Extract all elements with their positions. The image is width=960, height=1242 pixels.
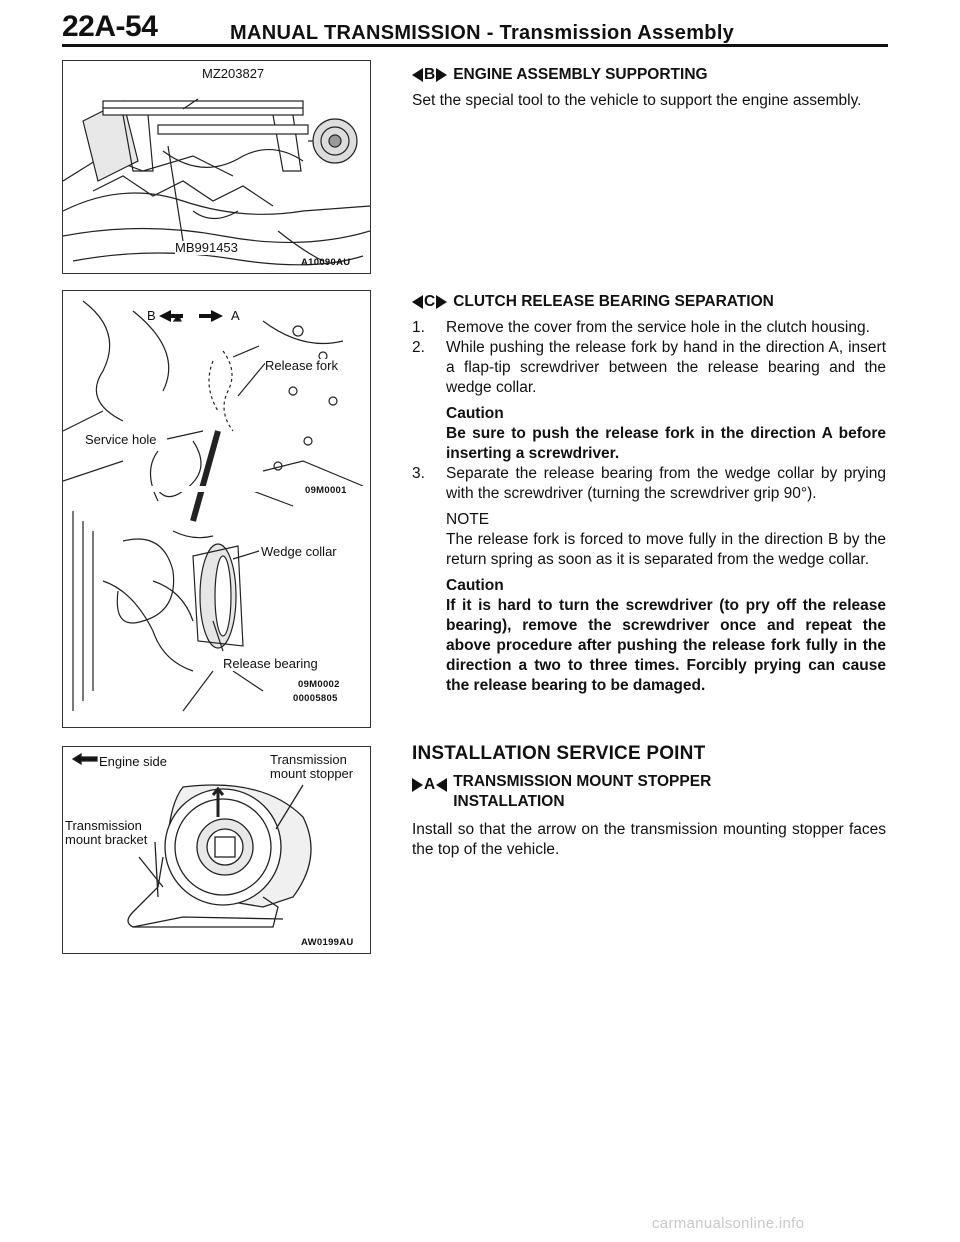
mount-stopper-illustration [71, 752, 312, 928]
left-triangle-icon [412, 295, 423, 309]
note: NOTE The release fork is forced to move … [412, 510, 886, 570]
caution-text: Be sure to push the release fork in the … [446, 425, 886, 462]
direction-a-label: A [231, 308, 240, 323]
figure-release-bearing: B A Release fork Service hole 09M0001 We… [62, 290, 371, 728]
engine-support-illustration [63, 98, 370, 266]
step-text: Remove the cover from the service hole i… [446, 319, 870, 336]
figure-code-lower-1: 09M0002 [298, 679, 340, 690]
caution-heading: Caution [446, 405, 504, 422]
left-triangle-icon [412, 68, 423, 82]
step-1: 1. Remove the cover from the service hol… [412, 318, 886, 338]
note-text: The release fork is forced to move fully… [446, 531, 886, 568]
release-bearing-illustration [63, 300, 370, 712]
step-number: 1. [412, 319, 425, 336]
tool-label-mz203827: MZ203827 [202, 66, 265, 81]
header-rule [62, 44, 888, 47]
step-text: Separate the release bearing from the we… [446, 465, 886, 502]
caution-1: Caution Be sure to push the release fork… [412, 404, 886, 464]
heading-text: CLUTCH RELEASE BEARING SEPARATION [453, 293, 774, 310]
step-number: 3. [412, 465, 425, 482]
tool-label-mb991453: MB991453 [175, 240, 238, 255]
right-triangle-icon [436, 68, 448, 82]
direction-b-label: B [147, 308, 156, 323]
caution-heading: Caution [446, 577, 504, 594]
heading-text: ENGINE ASSEMBLY SUPPORTING [453, 66, 708, 83]
right-triangle-icon [436, 295, 448, 309]
note-heading: NOTE [446, 511, 490, 528]
body-text: Install so that the arrow on the transmi… [412, 821, 886, 858]
left-triangle-icon [436, 778, 448, 792]
step-3: 3. Separate the release bearing from the… [412, 464, 886, 504]
marker-letter: A [424, 776, 436, 793]
watermark: carmanualsonline.info [652, 1215, 805, 1232]
figure-code-lower-2: 00005805 [293, 693, 338, 704]
figure-code-upper: 09M0001 [305, 485, 347, 496]
engine-side-label: Engine side [99, 754, 167, 769]
figure-code: AW0199AU [301, 937, 354, 948]
caution-2: Caution If it is hard to turn the screwd… [412, 576, 886, 696]
section-heading: C CLUTCH RELEASE BEARING SEPARATION [412, 292, 886, 312]
body-text: Set the special tool to the vehicle to s… [412, 92, 862, 109]
mount-bracket-label: Transmission mount bracket [65, 818, 148, 847]
sub-heading-line-2: INSTALLATION [453, 793, 565, 810]
wedge-collar-label: Wedge collar [261, 544, 337, 559]
service-point-marker: A [412, 775, 448, 795]
section-engine-support: B ENGINE ASSEMBLY SUPPORTING Set the spe… [412, 65, 886, 111]
release-bearing-label: Release bearing [223, 656, 318, 671]
sub-heading-text: TRANSMISSION MOUNT STOPPER INSTALLATION [453, 772, 711, 812]
service-hole-label: Service hole [85, 432, 157, 447]
mount-stopper-label: Transmission mount stopper [270, 752, 354, 781]
sub-heading: A TRANSMISSION MOUNT STOPPER INSTALLATIO… [412, 772, 886, 812]
section-installation: INSTALLATION SERVICE POINT A TRANSMISSIO… [412, 744, 886, 860]
service-point-marker: C [412, 292, 448, 312]
step-2: 2. While pushing the release fork by han… [412, 338, 886, 398]
marker-letter: B [424, 66, 436, 83]
step-text: While pushing the release fork by hand i… [446, 339, 886, 396]
page-title: MANUAL TRANSMISSION - Transmission Assem… [230, 22, 735, 44]
step-number: 2. [412, 339, 425, 356]
section-clutch-release: C CLUTCH RELEASE BEARING SEPARATION 1. R… [412, 292, 886, 696]
service-point-marker: B [412, 65, 448, 85]
sub-heading-line-1: TRANSMISSION MOUNT STOPPER [453, 773, 712, 790]
right-triangle-icon [412, 778, 423, 792]
figure-engine-support: MZ203827 MB991453 A10090AU [62, 60, 371, 274]
release-fork-label: Release fork [265, 358, 338, 373]
page-number: 22A-54 [62, 10, 158, 43]
section-heading: B ENGINE ASSEMBLY SUPPORTING [412, 65, 886, 85]
figure-code: A10090AU [301, 257, 351, 268]
installation-heading: INSTALLATION SERVICE POINT [412, 743, 706, 764]
page-header: 22A-54 MANUAL TRANSMISSION - Transmissio… [62, 10, 888, 50]
figure-mount-stopper: Engine side Transmission mount stopper T… [62, 746, 371, 954]
caution-text: If it is hard to turn the screwdriver (t… [446, 597, 886, 694]
marker-letter: C [424, 293, 436, 310]
